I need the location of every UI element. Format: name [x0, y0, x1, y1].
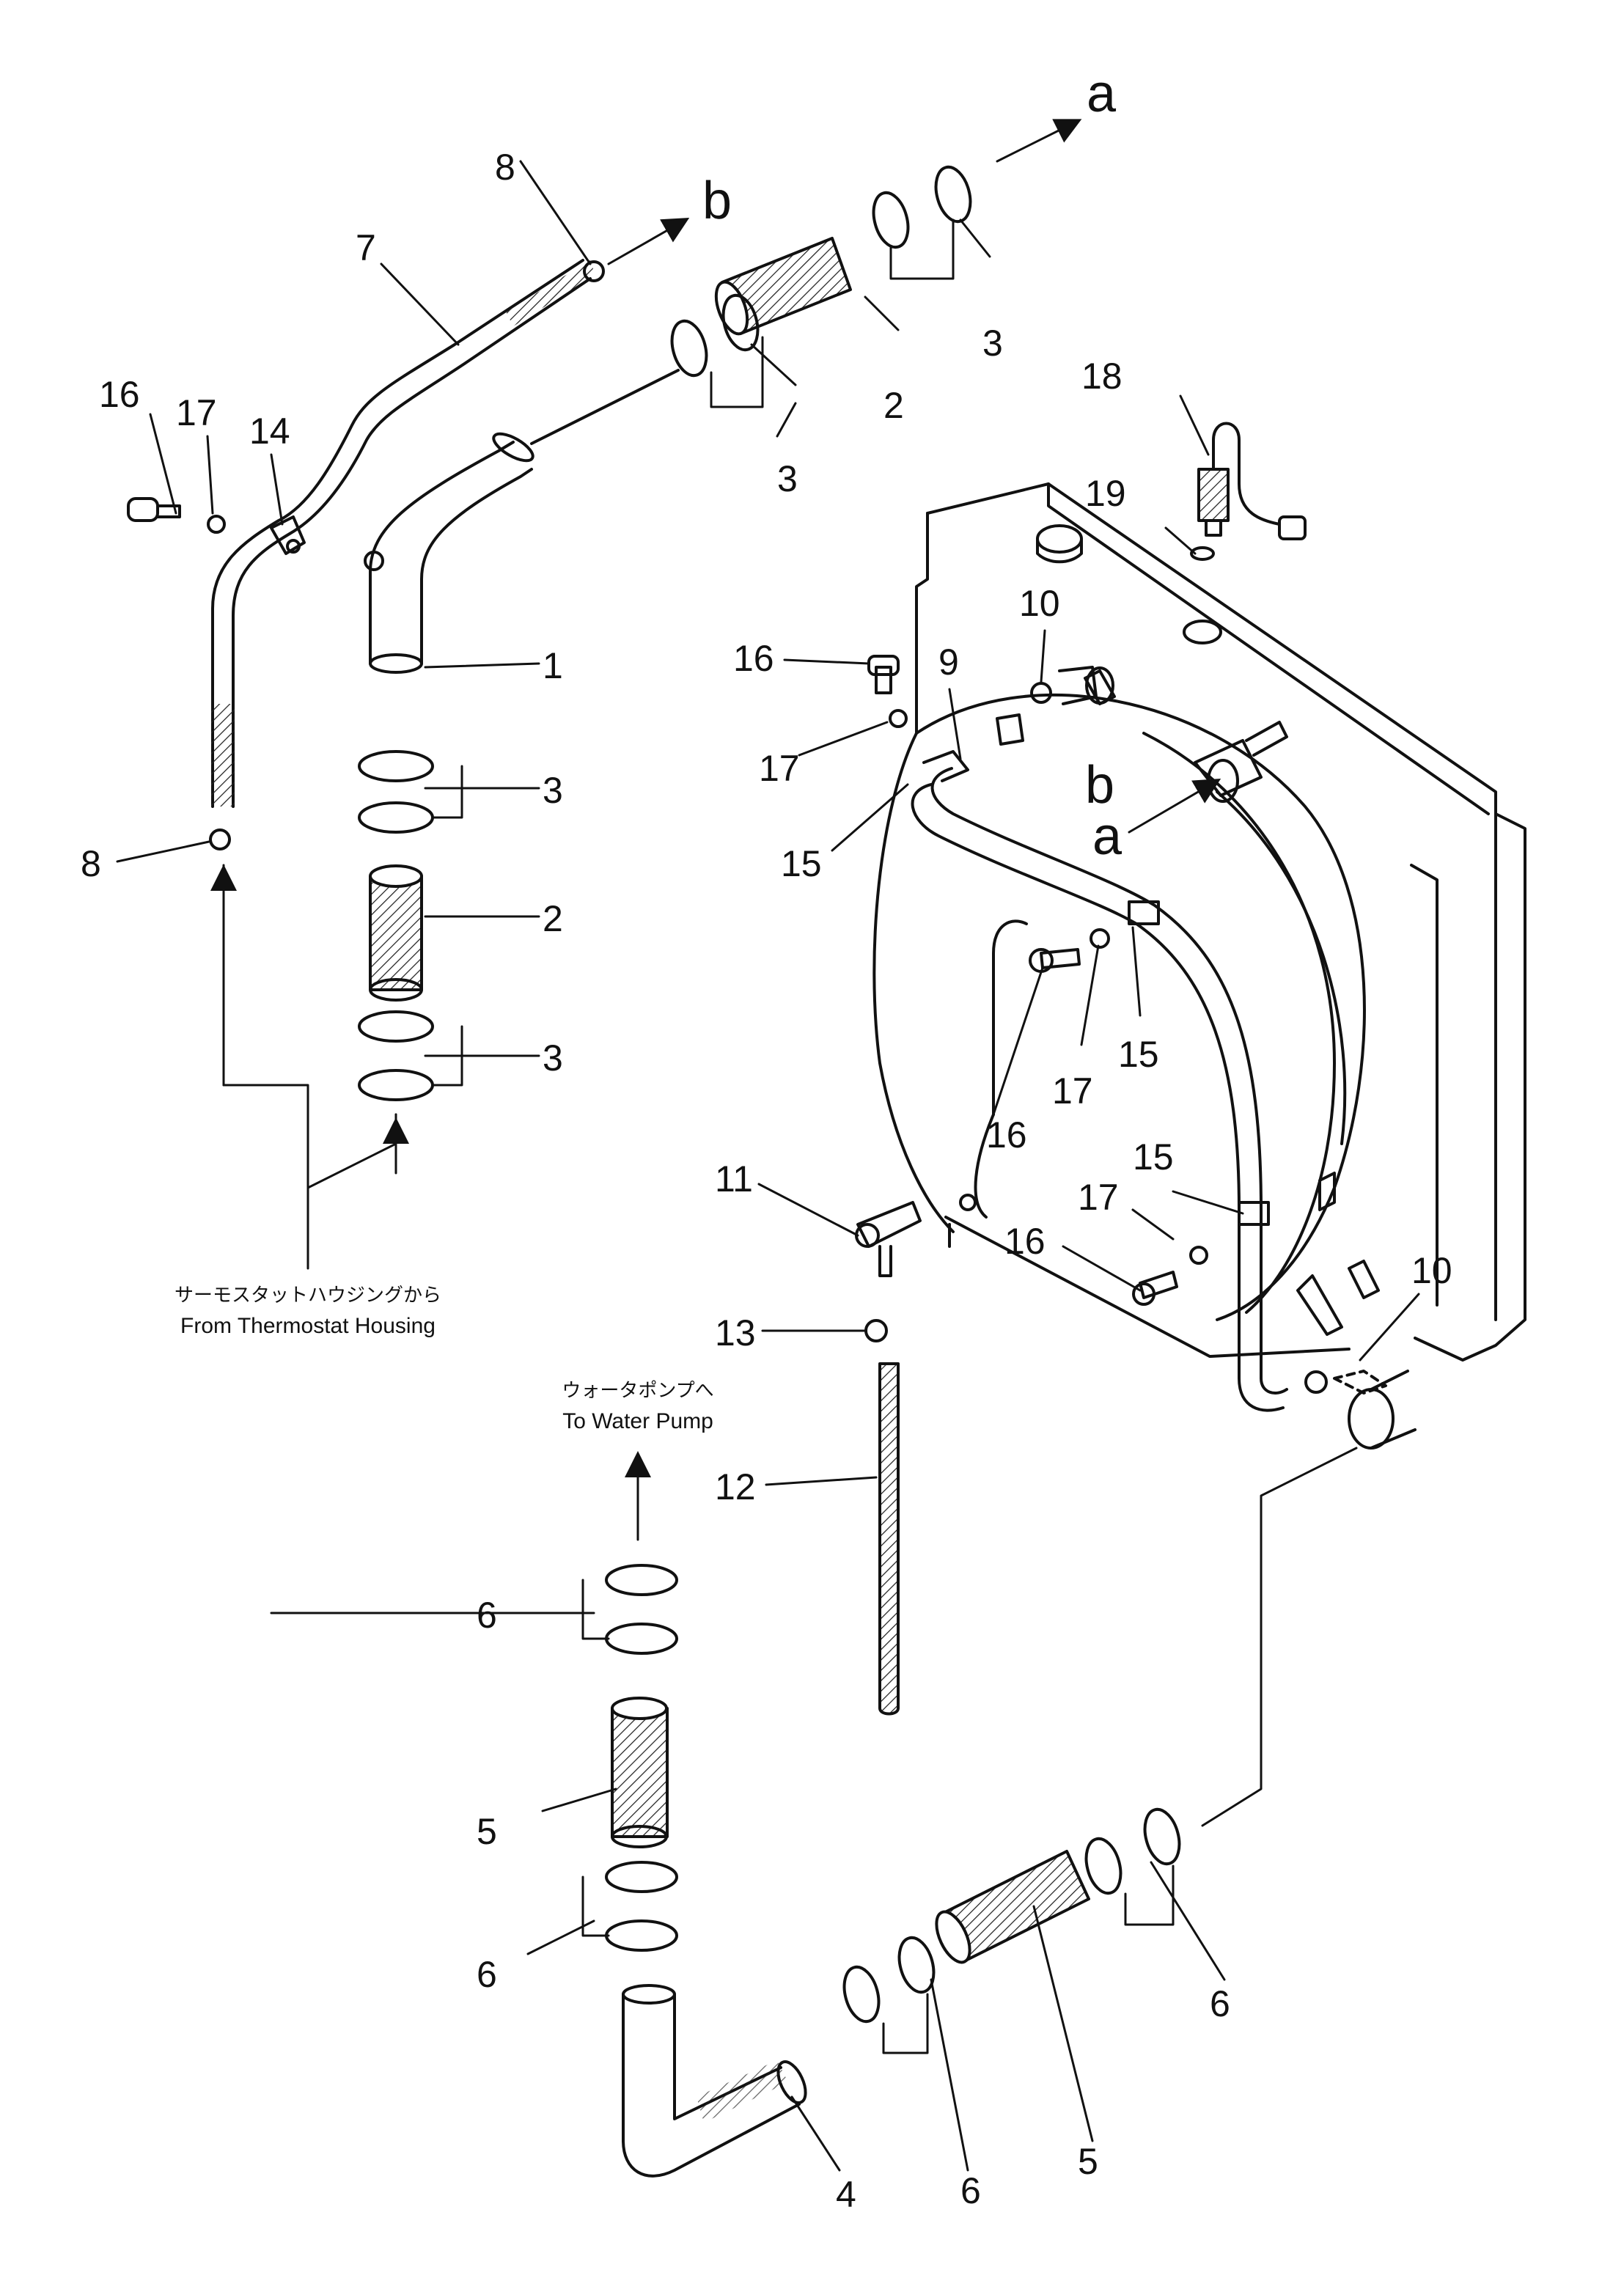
upper-hose-vertical	[369, 864, 423, 1002]
note-thermostat-en: From Thermostat Housing	[180, 1314, 436, 1338]
callout-17-top: 17	[759, 748, 800, 789]
callout-18: 18	[1081, 356, 1123, 397]
lower-hose-horizontal	[935, 1850, 1090, 1964]
callout-1: 1	[543, 645, 563, 686]
note-water-pump-jp: ウォータポンプへ	[562, 1380, 713, 1402]
flow-arrows	[210, 119, 1221, 1541]
callout-16-top: 16	[733, 638, 774, 679]
note-thermostat-jp: サーモスタットハウジングから	[174, 1285, 441, 1307]
callout-11: 11	[715, 1158, 753, 1199]
callout-7: 7	[356, 227, 376, 268]
callout-3-lower: 3	[543, 1037, 563, 1079]
callout-2-upper-hose: 2	[883, 385, 904, 426]
flow-marker-b-top: b	[702, 172, 732, 230]
bypass-tube	[211, 259, 595, 808]
callout-19: 19	[1085, 473, 1126, 514]
callout-15-lower: 15	[1133, 1136, 1174, 1177]
note-water-pump-en: To Water Pump	[562, 1409, 713, 1433]
callout-5-vertical: 5	[477, 1811, 497, 1852]
callout-13: 13	[715, 1312, 756, 1353]
callout-8-left: 8	[81, 843, 101, 884]
upper-hose-horizontal	[714, 237, 852, 336]
radiator-body	[872, 482, 1526, 1450]
flow-marker-b-radiator: b	[1085, 756, 1114, 815]
callout-3-top-right: 3	[982, 323, 1003, 364]
lower-water-pipe	[622, 1984, 807, 2178]
vent-tube	[878, 1362, 900, 1716]
temperature-sensor	[1190, 422, 1307, 561]
callout-15-mid: 15	[1118, 1034, 1159, 1075]
callout-10-bottom: 10	[1411, 1250, 1452, 1291]
callout-17-left: 17	[176, 392, 217, 433]
callout-10-top: 10	[1019, 583, 1060, 624]
flow-marker-a-top: a	[1087, 65, 1117, 123]
callout-16-mid: 16	[986, 1114, 1027, 1155]
lower-hose-vertical	[611, 1697, 669, 1848]
callout-9: 9	[938, 642, 959, 683]
callout-3-upper: 3	[543, 770, 563, 811]
callout-16-lower: 16	[1004, 1221, 1046, 1262]
callout-6-right: 6	[1210, 1983, 1230, 2024]
callout-16-left: 16	[99, 374, 140, 415]
leader-lines	[116, 160, 1420, 2172]
callout-6-bottom: 6	[960, 2170, 981, 2211]
upper-water-pipe	[369, 369, 680, 674]
callout-labels: 1 2 2 3 3 3 3 4 5 5 6 6 6 6 7 8 8 9 10 1…	[81, 147, 1452, 2215]
flow-marker-a-radiator: a	[1092, 807, 1123, 866]
overflow-hose	[911, 750, 1288, 1412]
callout-14: 14	[249, 411, 290, 452]
callout-6-lower: 6	[477, 1954, 497, 1995]
callout-12: 12	[715, 1466, 756, 1507]
small-fittings	[127, 260, 1328, 1394]
callout-5-horizontal: 5	[1078, 2141, 1098, 2182]
callout-3-top-mid: 3	[777, 458, 798, 499]
callout-17-lower: 17	[1078, 1177, 1119, 1218]
callout-17-mid: 17	[1052, 1070, 1093, 1112]
callout-8-top: 8	[495, 147, 515, 188]
callout-15-left: 15	[781, 843, 822, 884]
callout-6-upper: 6	[477, 1595, 497, 1636]
callout-4: 4	[836, 2174, 856, 2215]
callout-2-lower: 2	[543, 898, 563, 939]
